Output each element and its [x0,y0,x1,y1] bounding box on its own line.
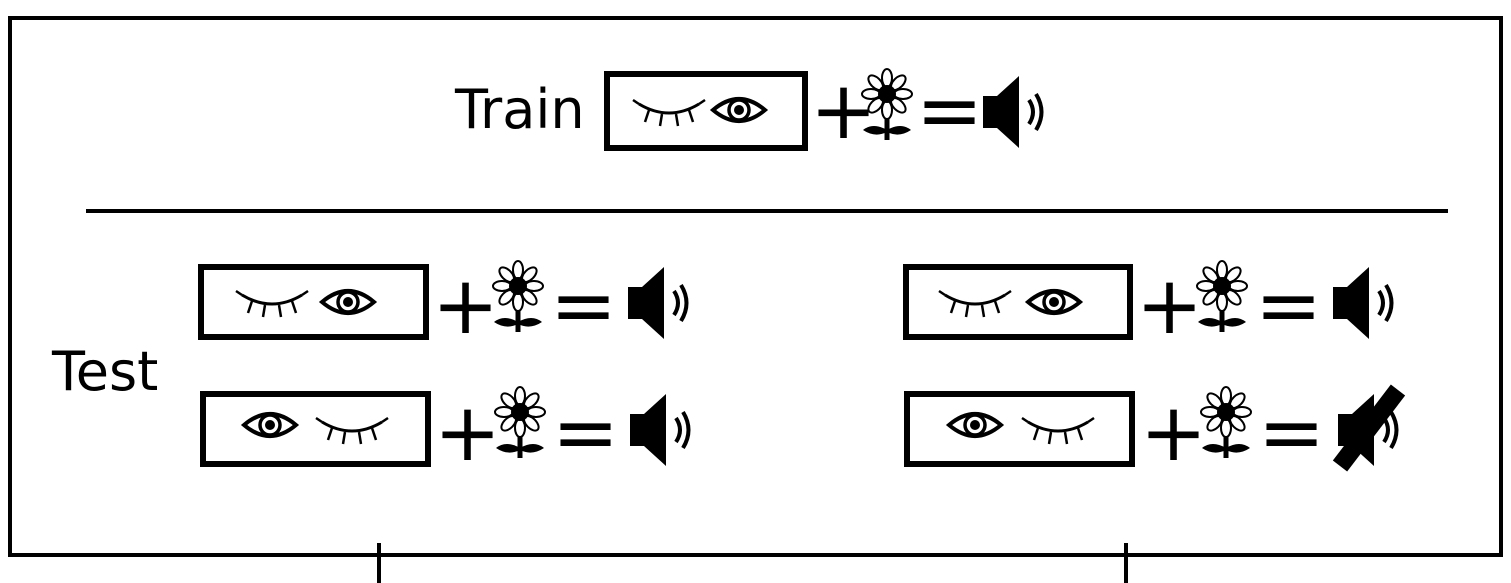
flower-icon [1197,261,1247,332]
eye-closed-icon [1020,416,1096,446]
test-label: Test [51,340,158,403]
outer-frame [8,16,1503,557]
speaker-icon [981,74,1044,150]
test-left-1-eye-box [198,264,429,340]
plus-sign: + [1136,259,1203,352]
muted-speaker-icon [1338,390,1398,466]
flower-icon [862,69,912,140]
eye-open-icon [1026,289,1082,315]
test-right-2-eye-box [904,391,1135,467]
equals-sign: = [1258,386,1325,479]
plus-sign: + [434,386,501,479]
test-left-2-eye-box [200,391,431,467]
train-label: Train [454,78,585,141]
eye-closed-icon [314,416,390,446]
eye-closed-icon [937,289,1013,319]
eye-closed-icon [631,98,707,128]
equals-sign: = [1255,259,1322,352]
speaker-icon [1331,265,1394,341]
eye-open-icon [947,412,1003,438]
plus-sign: + [432,259,499,352]
equals-sign: = [552,386,619,479]
equals-sign: = [550,259,617,352]
speaker-icon [626,265,689,341]
eye-open-icon [320,289,376,315]
eye-open-icon [711,97,767,123]
plus-sign: + [810,64,877,157]
eye-open-icon [242,412,298,438]
flower-icon [1201,387,1251,458]
plus-sign: + [1140,386,1207,479]
flower-icon [495,387,545,458]
eye-closed-icon [234,289,310,319]
test-right-1-eye-box [903,264,1133,340]
speaker-icon [628,392,691,468]
equals-sign: = [916,64,983,157]
train-eye-box [604,71,808,151]
flower-icon [493,261,543,332]
